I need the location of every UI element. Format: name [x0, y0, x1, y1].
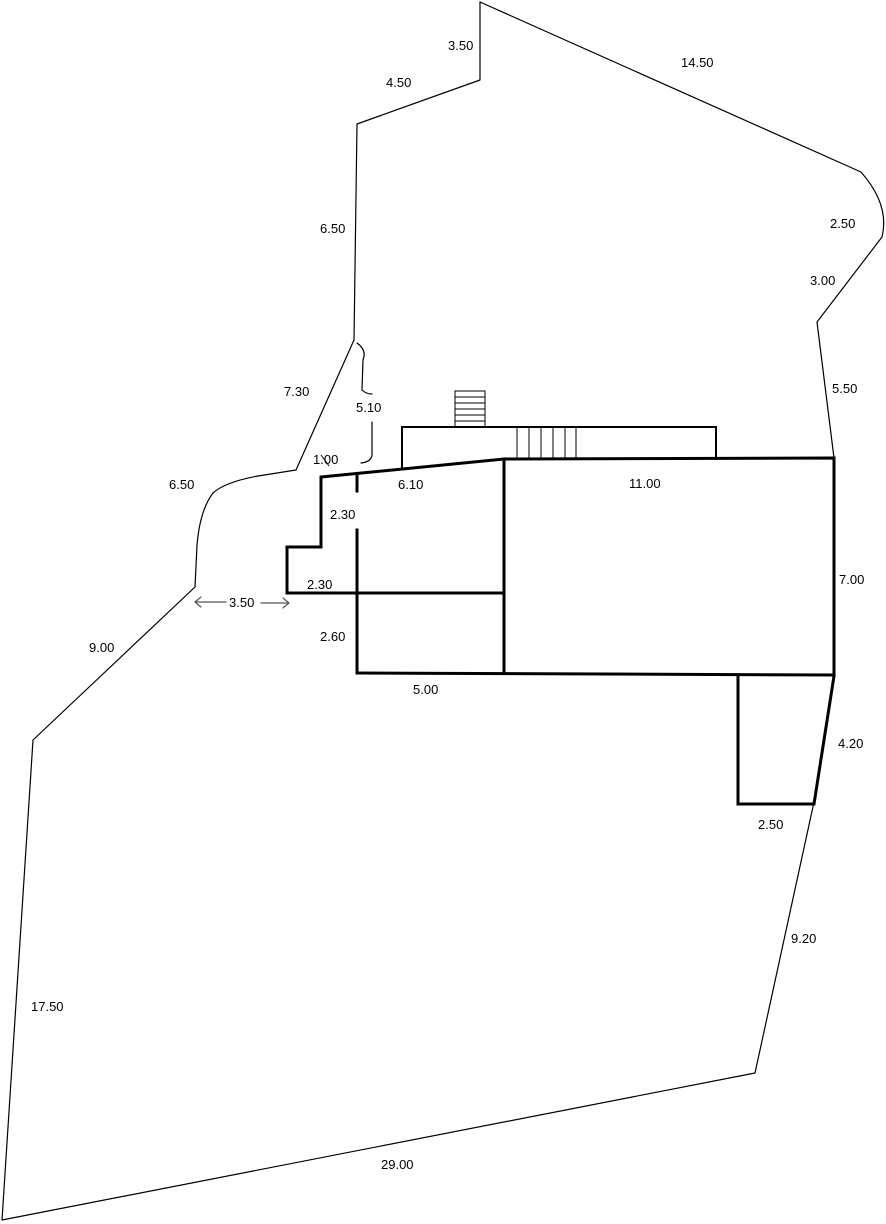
label-step-upper: 2.30: [330, 507, 355, 522]
label-right-curve: 2.50: [830, 216, 855, 231]
terrace-stairs: [516, 427, 577, 459]
label-annex-width: 2.50: [758, 817, 783, 832]
label-right-upper: 5.50: [832, 381, 857, 396]
label-right-diag: 3.00: [810, 273, 835, 288]
main-block-outline: [502, 456, 836, 677]
label-annex-side: 4.20: [838, 736, 863, 751]
label-room-width: 5.00: [413, 682, 438, 697]
bracket-5-10: [356, 342, 373, 395]
label-room-height: 2.60: [320, 629, 345, 644]
label-top-right-long: 14.50: [681, 55, 714, 70]
label-left-upper-vertical: 6.50: [320, 221, 345, 236]
label-right-lower: 9.20: [791, 931, 816, 946]
label-left-long: 17.50: [31, 999, 64, 1014]
building-left-outline: [285, 457, 506, 595]
label-main-depth: 7.00: [839, 572, 864, 587]
label-setback: 3.50: [229, 595, 254, 610]
label-top-left-diag: 4.50: [386, 75, 411, 90]
setback-arrow: [194, 596, 290, 609]
label-step-lower: 2.30: [307, 577, 332, 592]
label-left-diag: 7.30: [284, 384, 309, 399]
plot-boundary-right: [479, 1, 885, 459]
label-left-lower-diag: 9.00: [89, 640, 114, 655]
bracket-5-10-lower: [360, 421, 373, 464]
label-top-short: 3.50: [448, 38, 473, 53]
terrace-outline: [401, 426, 717, 470]
plot-boundary: [1, 1, 835, 1221]
label-bracket-vertical: 5.10: [356, 400, 381, 415]
notch-marker: [320, 454, 330, 467]
label-left-curve: 6.50: [169, 477, 194, 492]
label-bottom: 29.00: [381, 1157, 414, 1172]
label-main-width: 11.00: [629, 476, 661, 491]
lower-room-outline: [355, 671, 836, 677]
label-front-slanted: 6.10: [398, 477, 423, 492]
external-stairs: [454, 390, 486, 428]
annex-outline: [736, 673, 836, 806]
label-notch-small: 1.00: [313, 452, 338, 467]
